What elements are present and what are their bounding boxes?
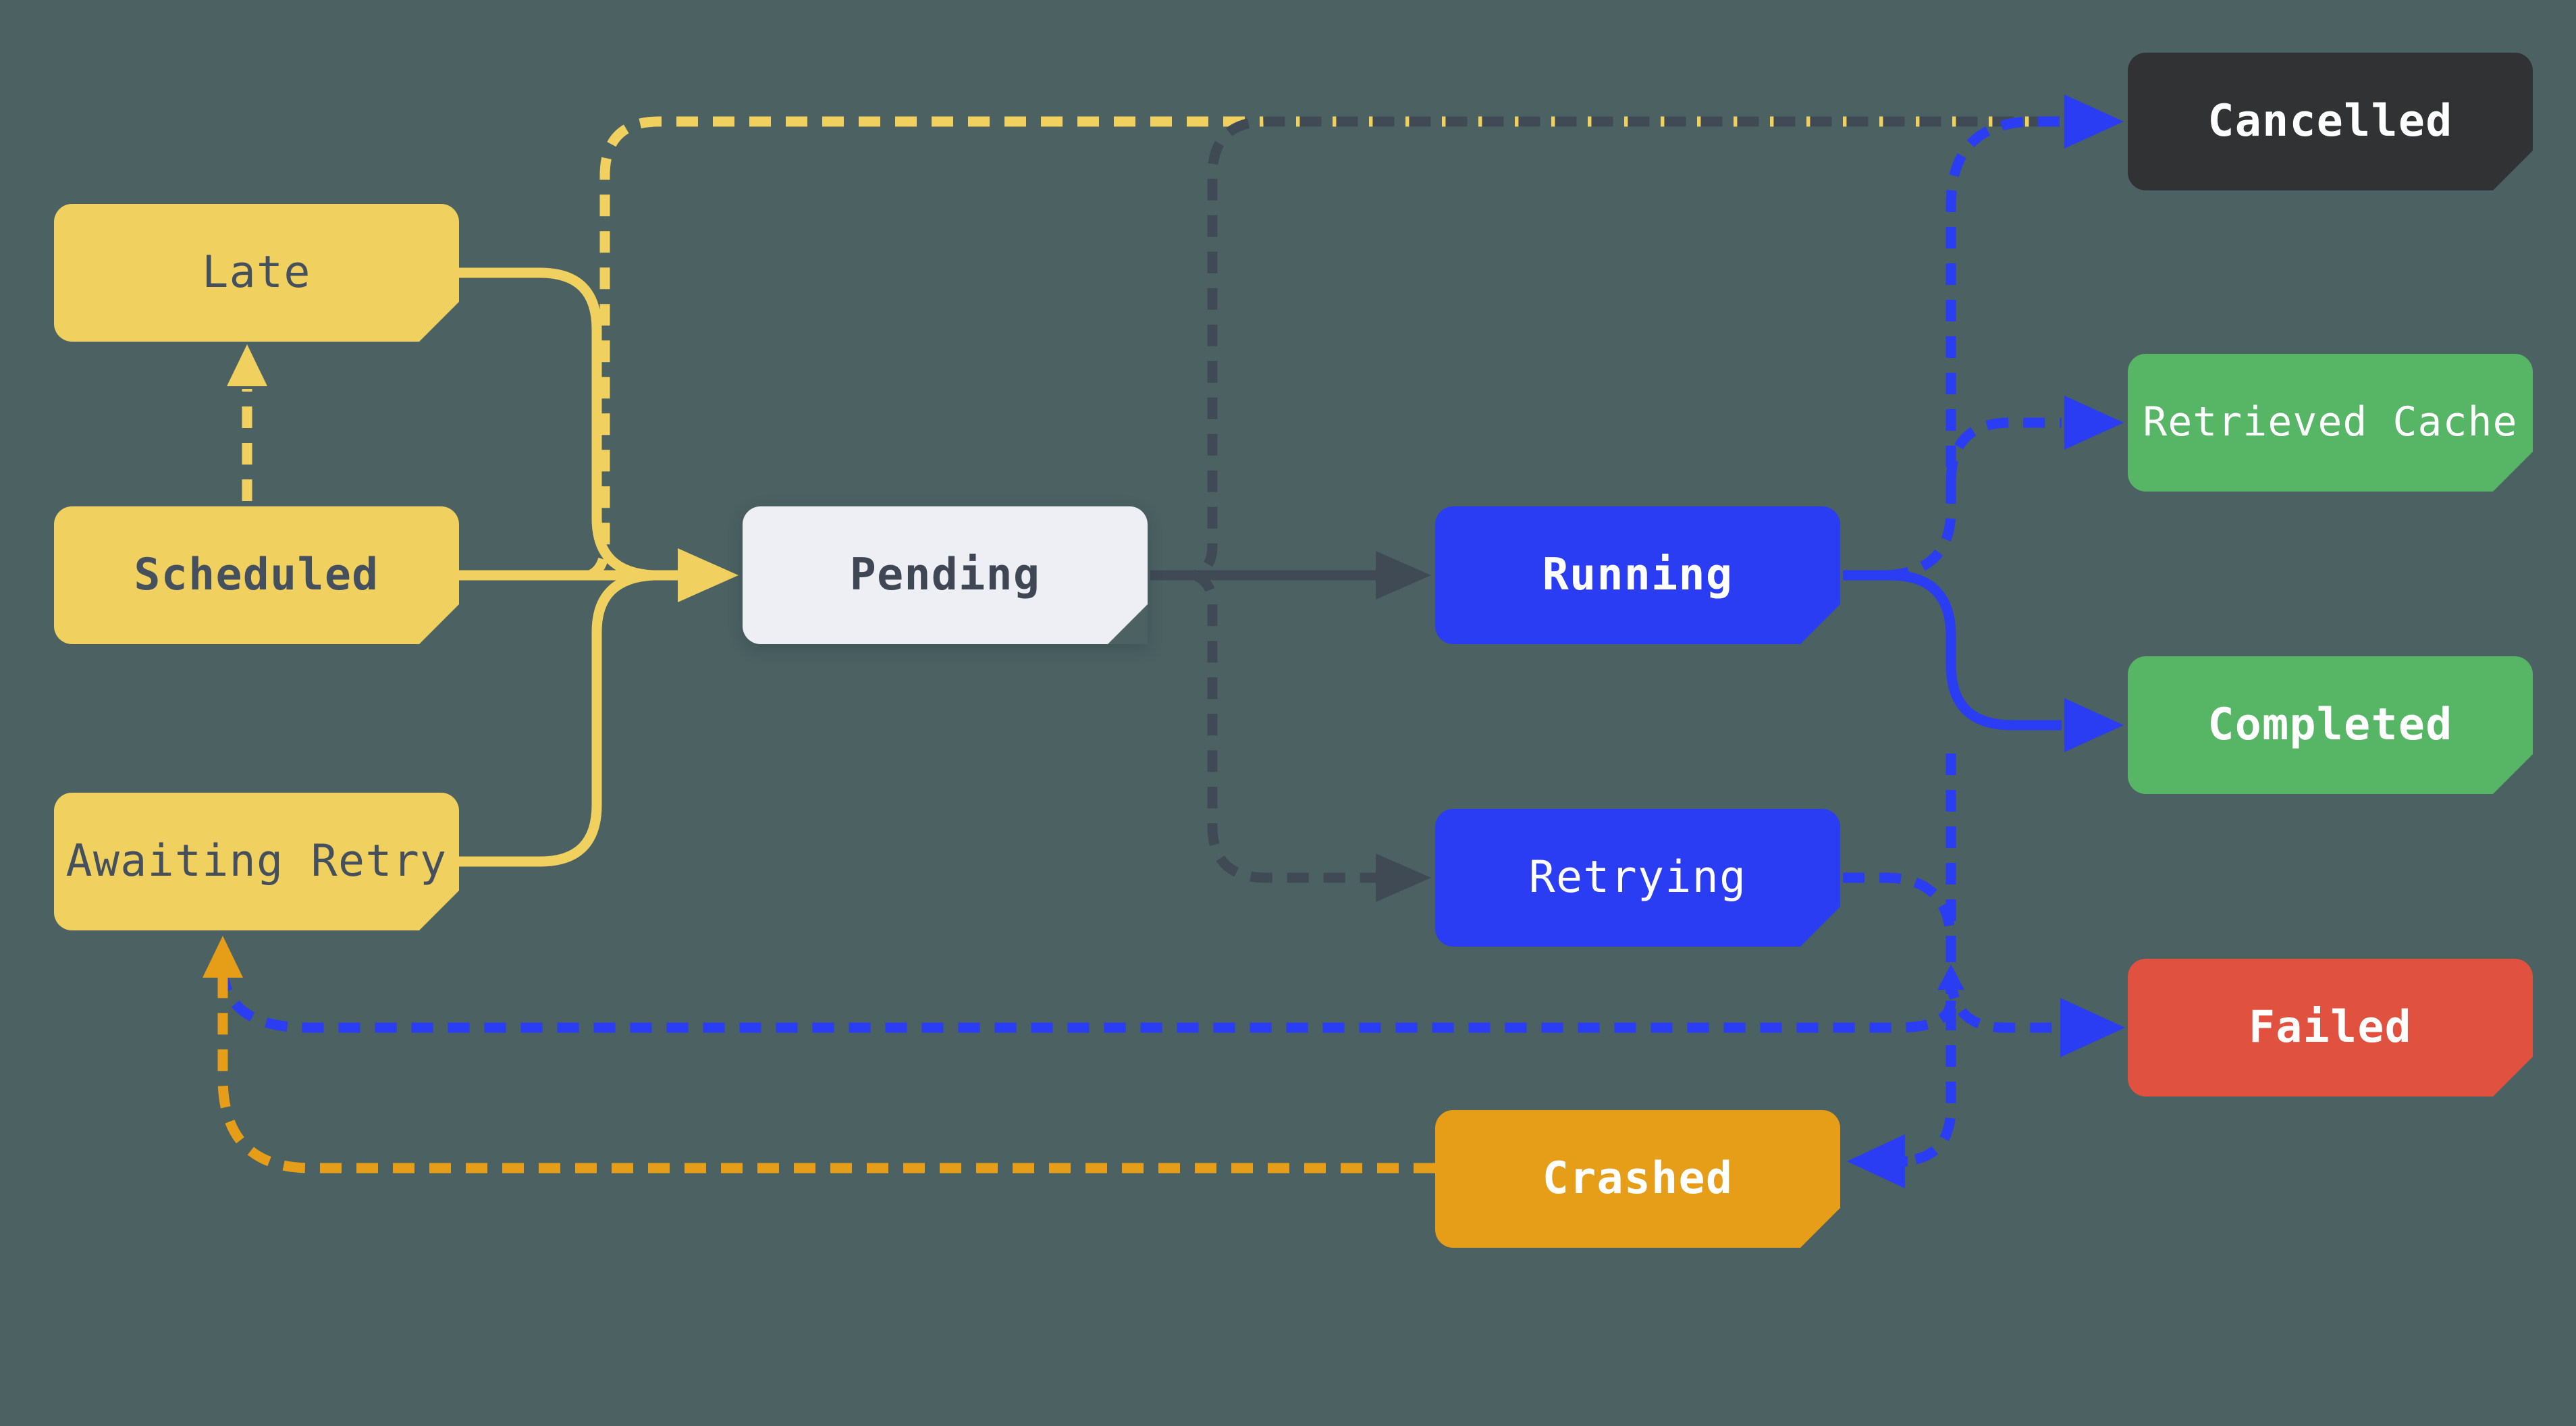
arrowhead-crashed-icon <box>1847 1134 1905 1188</box>
arrowhead-completed-icon <box>2064 698 2124 752</box>
edge-scheduled-cancelled-path <box>587 116 2062 580</box>
state-label-awaiting-retry: Awaiting Retry <box>65 835 448 887</box>
edge-running-cancelled-path <box>1887 116 2062 581</box>
edge-running-completed-path <box>1843 570 2062 731</box>
state-node-awaiting-retry: Awaiting Retry <box>53 792 459 930</box>
edge-pending-cancelled-path <box>1192 116 2062 580</box>
state-node-cancelled: Cancelled <box>2128 53 2533 190</box>
state-label-late: Late <box>202 246 311 298</box>
edge-retrying-failed-path <box>1843 872 2058 1033</box>
edge-running-retrieved-cache-path <box>1946 417 2062 483</box>
state-node-failed: Failed <box>2128 958 2533 1097</box>
state-label-crashed: Crashed <box>1542 1153 1734 1204</box>
arrowhead-running-icon <box>1376 551 1431 600</box>
state-label-cancelled: Cancelled <box>2207 95 2453 147</box>
state-label-retrying: Retrying <box>1528 851 1747 903</box>
edge-running-crashed-path <box>1891 754 1956 1167</box>
state-node-completed: Completed <box>2128 656 2533 794</box>
state-node-running: Running <box>1435 506 1840 644</box>
edge-crashed-awaiting-retry-path <box>217 967 1435 1173</box>
edge-awaiting-retry-pending-path <box>459 570 654 867</box>
edge-pending-retrying-path <box>1192 571 1378 883</box>
arrowhead-merge-up-icon <box>1937 964 1964 990</box>
arrowhead-cancelled-icon <box>2064 95 2124 149</box>
state-label-running: Running <box>1542 549 1734 600</box>
arrowhead-retrieved-cache-icon <box>2064 396 2124 450</box>
arrowhead-failed-icon <box>2060 998 2125 1057</box>
state-node-retrying: Retrying <box>1435 809 1840 947</box>
state-node-late: Late <box>53 203 459 342</box>
edge-late-pending-path <box>459 267 654 581</box>
arrowhead-awaiting-retry-icon <box>203 936 243 978</box>
state-node-pending: Pending <box>743 506 1148 644</box>
arrowhead-retrying-icon <box>1376 853 1431 902</box>
state-node-crashed: Crashed <box>1435 1109 1840 1248</box>
arrowhead-pending-icon <box>678 548 739 602</box>
state-label-retrieved-cache: Retrieved Cache <box>2143 399 2518 446</box>
edge-failed-awaiting-retry-path <box>217 963 1956 1033</box>
state-node-scheduled: Scheduled <box>53 506 459 644</box>
state-label-pending: Pending <box>849 549 1041 600</box>
state-node-retrieved-cache: Retrieved Cache <box>2128 353 2533 492</box>
arrowhead-late-icon <box>227 344 267 386</box>
state-label-failed: Failed <box>2248 1001 2413 1053</box>
state-label-scheduled: Scheduled <box>134 549 379 600</box>
state-label-completed: Completed <box>2207 699 2453 750</box>
